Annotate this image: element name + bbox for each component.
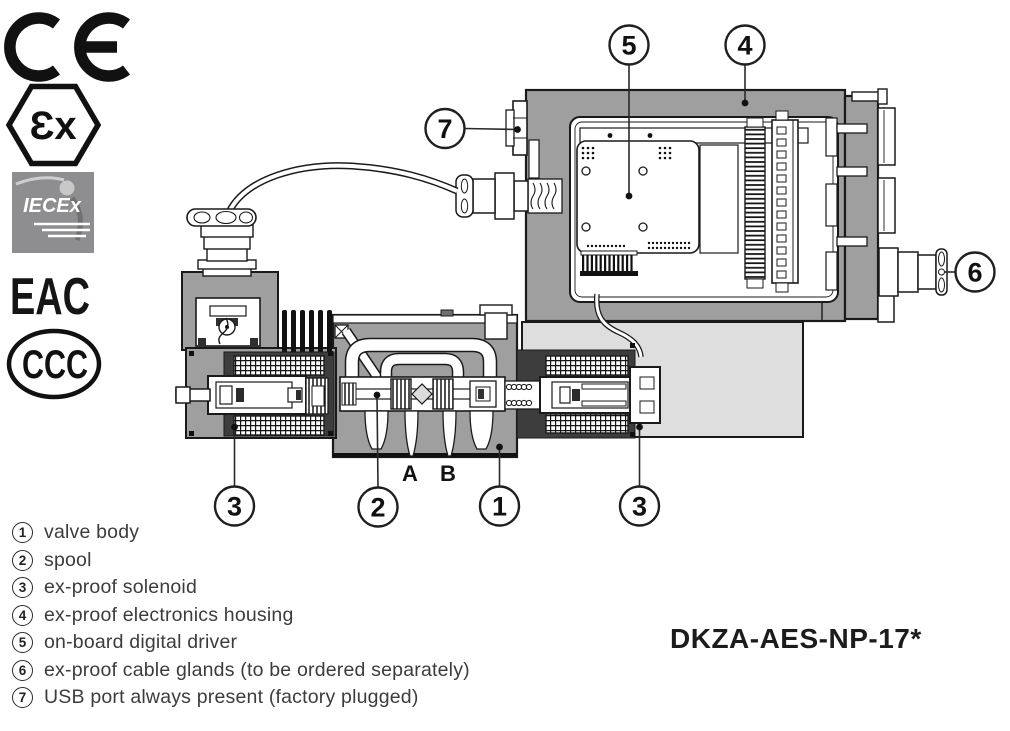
heatsink-fins	[282, 310, 332, 354]
legend-item-7: 7 USB port always present (factory plugg…	[12, 684, 470, 712]
legend-item-1: 1 valve body	[12, 519, 470, 547]
legend-text: ex-proof solenoid	[44, 576, 197, 599]
legend-number: 5	[12, 632, 33, 654]
atex-hexagon	[5, 83, 102, 167]
legend-text: valve body	[44, 521, 140, 544]
svg-text:7: 7	[437, 114, 452, 144]
valve-top-tab	[440, 309, 454, 317]
driver-board	[576, 110, 809, 293]
legend-text: USB port always present (factory plugged…	[44, 686, 419, 709]
left-solenoid	[175, 208, 337, 439]
legend-text: ex-proof electronics housing	[44, 603, 294, 626]
terminal-box	[195, 297, 261, 347]
flow-channels	[341, 328, 498, 387]
valve-body	[331, 304, 519, 459]
legend-number: 6	[12, 659, 33, 681]
callout-7: 7	[424, 107, 466, 150]
leader-lines	[233, 64, 955, 488]
board-holder	[699, 144, 739, 254]
pin-header	[580, 250, 638, 276]
iecex-logo: IECEx	[12, 172, 94, 253]
svg-text:1: 1	[492, 492, 507, 522]
callout-3-right: 3	[618, 485, 661, 527]
legend-text: on-board digital driver	[44, 631, 238, 654]
legend-item-2: 2 spool	[12, 547, 470, 575]
callout-3-left: 3	[213, 485, 256, 527]
svg-text:2: 2	[370, 493, 385, 523]
eac-logo: EAC	[10, 268, 90, 326]
atex-ex-logo: Ɛx	[5, 83, 102, 167]
callout-5: 5	[608, 24, 650, 66]
port-labels: A B	[402, 461, 456, 486]
callout-6: 6	[954, 251, 996, 293]
cable-gland-left	[455, 172, 563, 220]
legend-text: ex-proof cable glands (to be ordered sep…	[44, 658, 470, 681]
legend-item-3: 3 ex-proof solenoid	[12, 574, 470, 602]
legend-number: 1	[12, 522, 33, 544]
legend-number: 2	[12, 549, 33, 571]
solenoid-cable-gland	[186, 208, 257, 277]
housing-right-screws	[836, 123, 868, 247]
coil-winding	[233, 415, 325, 436]
port-a-label: A	[402, 461, 418, 486]
right-solenoid	[504, 343, 661, 439]
port-b-label: B	[440, 461, 456, 486]
cable-gland-right	[878, 247, 948, 297]
callout-balloons: 5 4 7 6 3 2 1 3	[213, 24, 996, 528]
valve-chimney	[479, 304, 513, 340]
callout-2: 2	[357, 486, 399, 528]
svg-text:4: 4	[737, 31, 752, 61]
driver-to-solenoid-cable	[593, 293, 644, 358]
connector-strip	[744, 126, 766, 280]
port-channels	[364, 410, 494, 457]
solenoid-cable	[225, 162, 459, 214]
eac-text: EAC	[10, 268, 90, 326]
legend-number: 4	[12, 604, 33, 626]
ce-logo	[4, 12, 130, 82]
legend-number: 3	[12, 577, 33, 599]
callout-4: 4	[724, 24, 766, 66]
housing-right-connectors	[877, 107, 896, 323]
svg-text:3: 3	[632, 492, 647, 522]
legend-item-5: 5 on-board digital driver	[12, 629, 470, 657]
pcb-dot-clusters	[581, 146, 672, 160]
legend-item-4: 4 ex-proof electronics housing	[12, 602, 470, 630]
pcb-screws	[581, 166, 648, 232]
legend: 1 valve body 2 spool 3 ex-proof solenoid…	[12, 519, 470, 712]
coil-winding	[545, 413, 629, 434]
legend-number: 7	[12, 687, 33, 709]
ce-logo-e-arc	[74, 12, 130, 82]
ccc-text: CCC	[22, 343, 88, 387]
spool	[341, 378, 497, 410]
svg-text:5: 5	[621, 31, 636, 61]
atex-ex-text: Ɛx	[29, 104, 76, 148]
model-code: DKZA-AES-NP-17*	[670, 623, 922, 654]
callout-1: 1	[478, 485, 521, 527]
housing-top-screw	[851, 88, 888, 105]
legend-text: spool	[44, 548, 92, 571]
svg-text:6: 6	[967, 258, 982, 288]
coil-winding	[233, 355, 325, 376]
terminal-block	[771, 110, 799, 293]
spring-coils	[505, 383, 533, 407]
legend-item-6: 6 ex-proof cable glands (to be ordered s…	[12, 657, 470, 685]
manual-override-pin	[175, 386, 211, 404]
housing-right-slots	[825, 117, 838, 291]
pcb-pin-rows	[586, 241, 691, 250]
iecex-text: IECEx	[23, 195, 82, 217]
coil-winding	[545, 355, 629, 376]
ce-logo-c	[4, 12, 60, 82]
leader-dots	[231, 99, 749, 451]
ccc-logo: CCC	[6, 328, 102, 400]
svg-text:3: 3	[227, 492, 242, 522]
